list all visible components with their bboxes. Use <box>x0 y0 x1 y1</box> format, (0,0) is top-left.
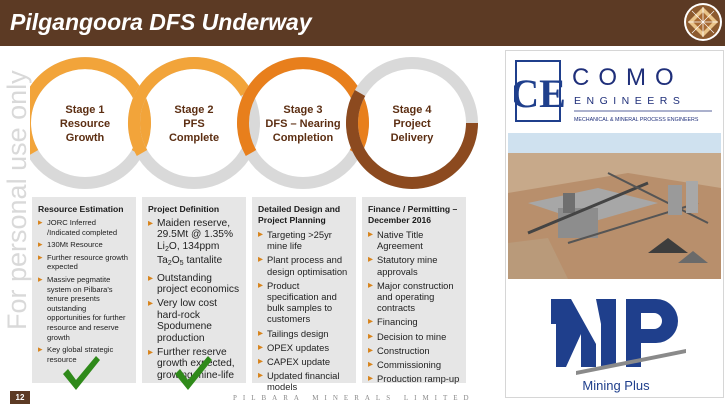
list-item: Construction <box>368 345 460 356</box>
list-item: Further resource growth expected <box>38 253 130 272</box>
list-item: CAPEX update <box>258 356 350 367</box>
checkmark-icon <box>175 356 212 390</box>
list-item: Statutory mine approvals <box>368 254 460 276</box>
como-tagline: MECHANICAL & MINERAL PROCESS ENGINEERS <box>574 117 699 123</box>
list-item: Key global strategic resource <box>38 345 130 364</box>
list-item: OPEX updates <box>258 342 350 353</box>
column-detailed-design: Detailed Design and Project Planning Tar… <box>252 197 356 392</box>
list-item: 130Mt Resource <box>38 240 130 250</box>
checkmark-icon <box>63 356 100 390</box>
list-item: Native Title Agreement <box>368 229 460 251</box>
list-item: Commissioning <box>368 359 460 370</box>
stage-1-label: Stage 1 Resource Growth <box>59 104 111 144</box>
como-engineers-logo: CE COMO ENGINEERS MECHANICAL & MINERAL P… <box>514 60 712 123</box>
list-item: Product specification and bulk samples t… <box>258 280 350 325</box>
stage-circles <box>30 56 478 189</box>
footer-company: PILBARA MINERALS LIMITED <box>233 394 475 402</box>
list-item: Tailings design <box>258 328 350 339</box>
list-item: Financing <box>368 316 460 327</box>
list-item: Massive pegmatite system on Pilbara's te… <box>38 275 130 342</box>
list-item: Production ramp-up <box>368 373 460 384</box>
list-item: Outstanding project economics <box>148 273 240 296</box>
logos-panel: CE COMO ENGINEERS MECHANICAL & MINERAL P… <box>505 50 724 398</box>
stage-1-arc <box>30 57 151 156</box>
stage-3-arc <box>237 57 369 156</box>
column-heading: Detailed Design and Project Planning <box>258 204 341 225</box>
column-heading: Resource Estimation <box>38 204 124 214</box>
list-item: Maiden reserve, 29.5Mt @ 1.35% Li2O, 134… <box>148 218 240 270</box>
stage-2-label: Stage 2 PFS Complete <box>168 104 220 144</box>
list-item: Major construction and operating contrac… <box>368 280 460 314</box>
list-item: Plant process and design optimisation <box>258 254 350 276</box>
company-logo-icon <box>684 3 722 41</box>
page-title: Pilgangoora DFS Underway <box>10 9 312 35</box>
page-number: 12 <box>10 391 30 404</box>
stage-4-arc <box>346 90 478 189</box>
column-resource-estimation: Resource Estimation JORC Inferred /Indic… <box>32 197 136 383</box>
stage-4-label: Stage 4 Project Delivery <box>390 104 434 144</box>
column-heading: Finance / Permitting – December 2016 <box>368 204 458 225</box>
watermark: For personal use only <box>2 70 32 330</box>
como-name: COMO <box>572 64 683 91</box>
column-heading: Project Definition <box>148 204 220 214</box>
plant-render-image <box>508 133 721 279</box>
como-sub: ENGINEERS <box>574 95 685 107</box>
como-mark: CE <box>514 71 566 116</box>
list-item: Targeting >25yr mine life <box>258 229 350 251</box>
list-item: Decision to mine <box>368 331 460 342</box>
column-finance-permitting: Finance / Permitting – December 2016 Nat… <box>362 197 466 385</box>
stage-3-label: Stage 3 DFS – Nearing Completion <box>265 104 341 144</box>
list-item: JORC Inferred /Indicated completed <box>38 218 130 237</box>
mining-plus-name: Mining Plus <box>582 378 650 393</box>
mining-plus-logo: Mining Plus <box>551 299 686 393</box>
list-item: Updated financial models <box>258 370 350 392</box>
list-item: Very low cost hard-rock Spodumene produc… <box>148 298 240 344</box>
header-bar: Pilgangoora DFS Underway <box>0 0 725 46</box>
stage-2-arc <box>127 56 252 156</box>
